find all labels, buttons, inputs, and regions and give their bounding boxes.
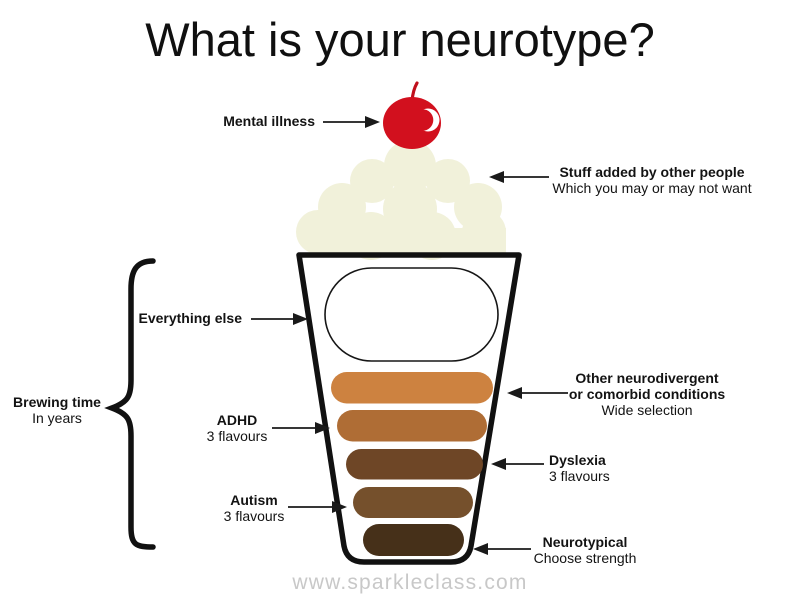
whipped-cream-icon [296,140,506,260]
layer-everything-else [324,267,499,362]
other-neurodivergent-arrow [507,387,568,399]
mental-illness-arrow [323,116,380,128]
label-adhd: ADHD 3 flavours [182,412,292,444]
autism-title: Autism [230,492,278,508]
layer-autism [353,487,473,518]
layer-dyslexia [346,449,483,480]
brewing-time-subtitle: In years [32,410,82,426]
label-autism: Autism 3 flavours [199,492,309,524]
dyslexia-subtitle: 3 flavours [549,468,610,484]
adhd-title: ADHD [216,412,258,428]
stuff-added-arrow [489,171,549,183]
adhd-subtitle: 3 flavours [206,428,268,444]
other-neurodivergent-subtitle: Wide selection [601,402,693,418]
adhd-arrow [272,422,330,434]
mental-illness-title: Mental illness [223,113,315,129]
label-other-neurodivergent: Other neurodivergent or comorbid conditi… [561,370,733,418]
layer-other-neurodivergent [331,372,493,404]
neurotypical-subtitle: Choose strength [533,550,637,566]
dyslexia-title: Dyslexia [549,452,606,468]
stuff-added-subtitle: Which you may or may not want [552,180,752,196]
brewing-time-title: Brewing time [13,394,101,410]
stuff-added-title: Stuff added by other people [559,164,745,180]
label-neurotypical: Neurotypical Choose strength [519,534,651,566]
neurotypical-arrow [473,543,531,555]
other-neurodivergent-title-line1: Other neurodivergent [575,370,719,386]
other-neurodivergent-title-line2: or comorbid conditions [568,386,726,402]
label-mental-illness: Mental illness [135,113,315,129]
layer-neurotypical [363,524,464,556]
autism-subtitle: 3 flavours [223,508,285,524]
dyslexia-arrow [491,458,544,470]
cup-glass-outline [296,252,522,565]
cherry-icon [383,81,441,149]
neurotypical-title: Neurotypical [542,534,628,550]
page-title: What is your neurotype? [145,13,655,66]
label-stuff-added: Stuff added by other people Which you ma… [547,164,757,196]
website-watermark: www.sparkleclass.com [292,571,528,594]
brewing-time-brace [104,258,156,550]
layer-adhd [337,410,487,442]
label-everything-else: Everything else [82,310,243,326]
autism-arrow [288,501,347,513]
everything-else-arrow [251,313,308,325]
label-brewing-time: Brewing time In years [0,394,114,426]
label-dyslexia: Dyslexia 3 flavours [549,452,669,484]
everything-else-title: Everything else [138,310,243,326]
